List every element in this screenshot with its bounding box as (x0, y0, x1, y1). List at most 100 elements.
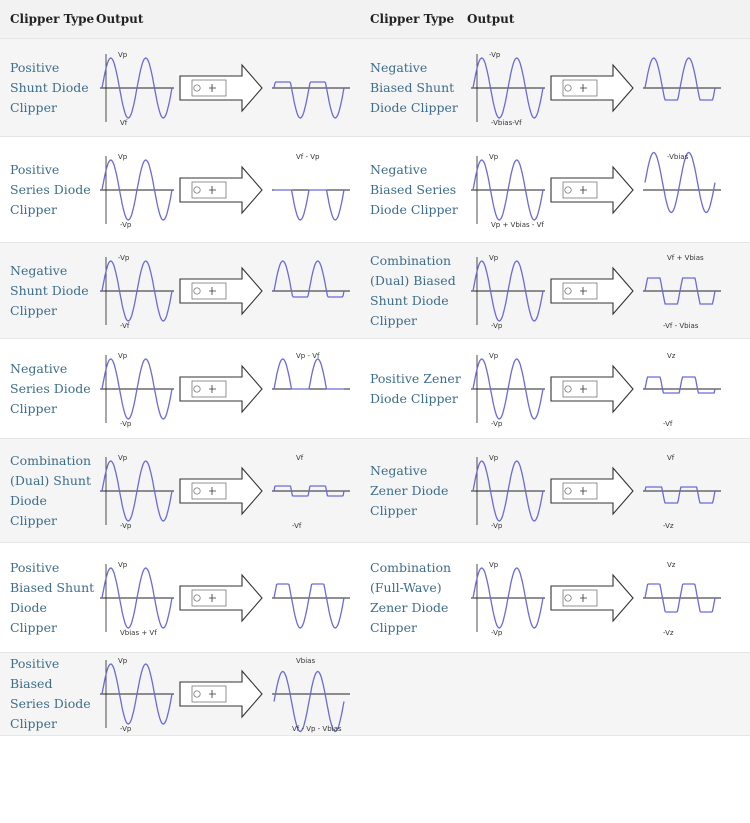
clipper-type-name: Negative Biased Shunt Diode Clipper (370, 59, 458, 115)
arrow-shape (179, 364, 263, 413)
arrow-shape (550, 266, 634, 315)
input-sine-wave (101, 357, 173, 420)
voltage-label: Vf (296, 454, 304, 462)
circuit-schematic (191, 589, 227, 606)
clipper-type-cell: Combination (Full-Wave) Zener Diode Clip… (360, 542, 467, 653)
voltage-label: Vp (118, 454, 128, 462)
diode-symbol (209, 83, 216, 92)
clipper-type-cell: Positive Biased Shunt Diode Clipper (0, 542, 96, 653)
voltage-label: Vp (118, 352, 128, 360)
voltage-label: -Vz (663, 522, 674, 530)
arrow-shape (179, 63, 263, 112)
output-waveform-diagram: -Vp-Vbias-Vf (471, 51, 721, 127)
source-symbol (564, 286, 572, 295)
voltage-label: -Vf - Vbias (663, 322, 699, 330)
arrow-shape (179, 165, 263, 214)
clipper-type-name: Positive Shunt Diode Clipper (10, 59, 89, 115)
table-row: Negative Shunt Diode Clipper-Vp-Vf Combin… (0, 242, 750, 339)
source-symbol (193, 185, 201, 194)
voltage-label: Vf (120, 119, 128, 127)
voltage-label: Vp (118, 561, 128, 569)
circuit-schematic (191, 685, 227, 703)
clipper-type-name: Negative Series Diode Clipper (10, 360, 91, 416)
output-cell: -Vp-Vbias-Vf (467, 38, 750, 137)
voltage-label: Vbias + Vf (120, 629, 157, 637)
voltage-label: -Vp (120, 725, 132, 733)
arrow-shape (179, 466, 263, 515)
output-diagram: -Vp-Vf (100, 254, 350, 330)
output-clipped-wave (644, 151, 716, 213)
voltage-label: -Vf (663, 420, 673, 428)
output-clipped-wave (644, 276, 716, 305)
voltage-label: Vp (489, 454, 499, 462)
circuit-schematic (562, 589, 598, 606)
arrow-shape (550, 165, 634, 214)
voltage-label: -Vp (491, 629, 503, 637)
output-cell: -Vp-Vf (96, 242, 360, 339)
clipper-table: Clipper Type Output Clipper Type Output … (0, 0, 750, 736)
voltage-label: -Vp (120, 221, 132, 229)
voltage-label: Vp - Vf (296, 352, 320, 360)
output-clipped-wave (273, 259, 345, 298)
clipper-type-name: Combination (Dual) Biased Shunt Diode Cl… (370, 252, 456, 328)
source-symbol (564, 593, 572, 602)
circuit-schematic (191, 482, 227, 499)
arrow-shape (550, 63, 634, 112)
clipper-type-name: Positive Biased Shunt Diode Clipper (10, 559, 95, 635)
input-sine-wave (101, 459, 173, 522)
output-cell (467, 652, 750, 736)
clipper-type-cell: Positive Biased Series Diode Clipper (0, 652, 96, 736)
diode-symbol (209, 185, 216, 194)
voltage-label: Vp (489, 561, 499, 569)
clipper-type-cell: Combination (Dual) Shunt Diode Clipper (0, 438, 96, 543)
voltage-label: -Vbias-Vf (491, 119, 522, 127)
voltage-label: -Vbias (667, 153, 689, 161)
clipper-type-name: Positive Biased Series Diode Clipper (10, 656, 91, 731)
circuit-schematic (562, 282, 598, 299)
voltage-label: Vz (667, 561, 676, 569)
diode-symbol (580, 83, 587, 92)
voltage-label: Vp (489, 153, 499, 161)
source-symbol (193, 593, 201, 602)
output-clipped-wave (644, 582, 716, 613)
header-clipper-type-left: Clipper Type (0, 0, 96, 39)
header-output-left: Output (96, 0, 360, 39)
clipper-type-name: Negative Shunt Diode Clipper (10, 262, 89, 318)
source-symbol (564, 384, 572, 393)
clipper-type-cell: Negative Biased Series Diode Clipper (360, 136, 467, 243)
voltage-label: Vf - Vp - Vbias (292, 725, 342, 733)
arrow-shape (179, 573, 263, 622)
output-clipped-wave (273, 484, 345, 497)
arrow-shape (550, 364, 634, 413)
source-symbol (193, 486, 201, 495)
diode-symbol (209, 286, 216, 295)
clipper-type-cell (360, 652, 467, 736)
diode-symbol (209, 486, 216, 495)
circuit-schematic (562, 181, 598, 198)
input-sine-wave (472, 259, 544, 322)
source-symbol (193, 384, 201, 393)
output-clipped-wave (273, 582, 345, 629)
clipper-type-cell: Positive Shunt Diode Clipper (0, 38, 96, 137)
diode-symbol (580, 593, 587, 602)
clipper-type-cell: Negative Biased Shunt Diode Clipper (360, 38, 467, 137)
voltage-label: Vp (489, 254, 499, 262)
